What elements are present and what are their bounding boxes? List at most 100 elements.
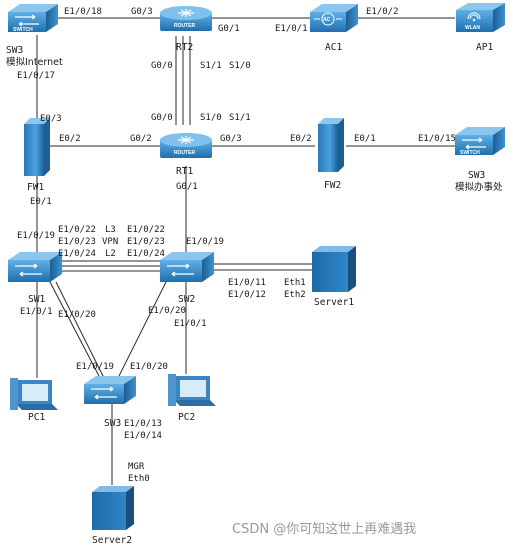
device-label-rt1: RT1 bbox=[176, 166, 193, 177]
port-label: E1/0/14 bbox=[124, 431, 162, 441]
port-label: VPN bbox=[102, 237, 118, 247]
port-label: E1/0/19 bbox=[186, 237, 224, 247]
ac-controller-icon: AC bbox=[310, 4, 358, 32]
device-label-ac1: AC1 bbox=[325, 42, 342, 53]
device-label-server1: Server1 bbox=[314, 297, 354, 308]
device-server2[interactable]: Server2 bbox=[92, 486, 134, 546]
device-label-server2: Server2 bbox=[92, 535, 132, 546]
svg-text:AC: AC bbox=[323, 17, 331, 23]
port-label: E1/0/20 bbox=[58, 310, 96, 320]
device-fw2[interactable]: FW2 bbox=[318, 118, 344, 191]
port-label: Eth1 bbox=[284, 278, 306, 288]
switch-icon bbox=[84, 376, 136, 404]
device-label-sw1: SW1 bbox=[28, 294, 45, 305]
device-label-fw2: FW2 bbox=[324, 180, 341, 191]
device-label-ap1: AP1 bbox=[476, 42, 493, 53]
device-label-sw3-internet: SW3 bbox=[6, 45, 23, 56]
device-ap1[interactable]: WLAN AP1 bbox=[456, 3, 505, 53]
device-sw3-access[interactable]: SW3 bbox=[84, 376, 136, 429]
device-label-pc1: PC1 bbox=[28, 412, 45, 423]
port-label: E0/1 bbox=[30, 197, 52, 207]
svg-text:SWITCH: SWITCH bbox=[460, 150, 480, 156]
device-ac1[interactable]: AC AC1 bbox=[310, 4, 358, 53]
device-label-sw3-access: SW3 bbox=[104, 418, 121, 429]
svg-text:ROUTER: ROUTER bbox=[174, 150, 196, 156]
links bbox=[36, 17, 455, 485]
device-sub-sw3-office: 模拟办事处 bbox=[455, 181, 503, 193]
port-label: G0/3 bbox=[131, 7, 153, 17]
server-icon bbox=[92, 486, 134, 530]
port-label: S1/1 bbox=[200, 61, 222, 71]
device-fw1[interactable]: FW1 bbox=[24, 118, 50, 193]
switch-icon: SWITCH bbox=[8, 4, 58, 33]
device-label-rt2: RT2 bbox=[176, 42, 193, 53]
pc-icon bbox=[168, 374, 216, 406]
port-label: E1/0/12 bbox=[228, 290, 266, 300]
port-label: S1/0 bbox=[229, 61, 251, 71]
watermark-text: CSDN @你可知这世上再难遇我 bbox=[232, 521, 416, 537]
port-label: L2 bbox=[105, 249, 116, 259]
device-rt1[interactable]: ROUTER RT1 bbox=[160, 133, 212, 177]
port-label: S1/0 bbox=[200, 113, 222, 123]
device-sw2[interactable]: SW2 bbox=[160, 252, 214, 305]
port-label: E1/0/24 bbox=[127, 249, 165, 259]
firewall-icon bbox=[24, 118, 50, 176]
port-label: G0/0 bbox=[151, 113, 173, 123]
port-label: E0/2 bbox=[290, 134, 312, 144]
svg-text:SWITCH: SWITCH bbox=[13, 27, 33, 33]
port-label: G0/0 bbox=[151, 61, 173, 71]
port-label: L3 bbox=[105, 225, 116, 235]
pc-icon bbox=[10, 378, 58, 410]
wlan-ap-icon: WLAN bbox=[456, 3, 505, 32]
device-label-fw1: FW1 bbox=[27, 182, 44, 193]
router-icon: ROUTER bbox=[160, 133, 212, 158]
port-label: E1/0/20 bbox=[130, 362, 168, 372]
port-label: G0/3 bbox=[220, 134, 242, 144]
switch-icon: SWITCH bbox=[455, 127, 505, 156]
port-label: Eth0 bbox=[128, 474, 150, 484]
port-label: E1/0/22 bbox=[127, 225, 165, 235]
firewall-icon bbox=[318, 118, 344, 172]
port-label: E1/0/15 bbox=[418, 134, 456, 144]
device-sub-sw3-internet: 模拟Internet bbox=[6, 56, 63, 68]
port-label: E1/0/23 bbox=[58, 237, 96, 247]
port-label: E1/0/18 bbox=[64, 7, 102, 17]
device-sw3-office[interactable]: SWITCH SW3 模拟办事处 bbox=[455, 127, 505, 193]
port-label: E1/0/2 bbox=[366, 7, 399, 17]
port-label: E1/0/1 bbox=[275, 24, 308, 34]
device-label-pc2: PC2 bbox=[178, 412, 195, 423]
link-sw1-sw3 bbox=[49, 281, 101, 379]
device-label-sw2: SW2 bbox=[178, 294, 195, 305]
switch-icon bbox=[8, 252, 62, 282]
port-label: E0/2 bbox=[59, 134, 81, 144]
device-server1[interactable]: Server1 bbox=[312, 246, 356, 308]
port-labels: E1/0/18 G0/3 G0/1 E1/0/1 E1/0/2 E1/0/17 … bbox=[17, 7, 456, 484]
switch-icon bbox=[160, 252, 214, 282]
server-icon bbox=[312, 246, 356, 292]
port-label: E1/0/17 bbox=[17, 71, 55, 81]
port-label: MGR bbox=[128, 462, 145, 472]
device-sw1[interactable]: SW1 bbox=[8, 252, 62, 305]
router-icon: ROUTER bbox=[160, 6, 212, 31]
port-label: E1/0/1 bbox=[174, 319, 207, 329]
port-label: S1/1 bbox=[229, 113, 251, 123]
port-label: E0/1 bbox=[354, 134, 376, 144]
device-rt2[interactable]: ROUTER RT2 bbox=[160, 6, 212, 53]
port-label: G0/1 bbox=[176, 182, 198, 192]
port-label: E1/0/13 bbox=[124, 419, 162, 429]
port-label: E1/0/24 bbox=[58, 249, 96, 259]
port-label: E1/0/1 bbox=[20, 307, 53, 317]
port-label: G0/1 bbox=[218, 24, 240, 34]
device-pc1[interactable]: PC1 bbox=[10, 378, 58, 423]
svg-text:WLAN: WLAN bbox=[465, 25, 480, 31]
device-sw3-internet[interactable]: SWITCH SW3 模拟Internet bbox=[6, 4, 63, 68]
link-sw1-sw3-b bbox=[55, 281, 105, 379]
device-pc2[interactable]: PC2 bbox=[168, 374, 216, 423]
link-sw2-sw3 bbox=[117, 281, 167, 379]
port-label: E0/3 bbox=[40, 114, 62, 124]
port-label: E1/0/23 bbox=[127, 237, 165, 247]
port-label: E1/0/20 bbox=[148, 306, 186, 316]
port-label: E1/0/19 bbox=[76, 362, 114, 372]
